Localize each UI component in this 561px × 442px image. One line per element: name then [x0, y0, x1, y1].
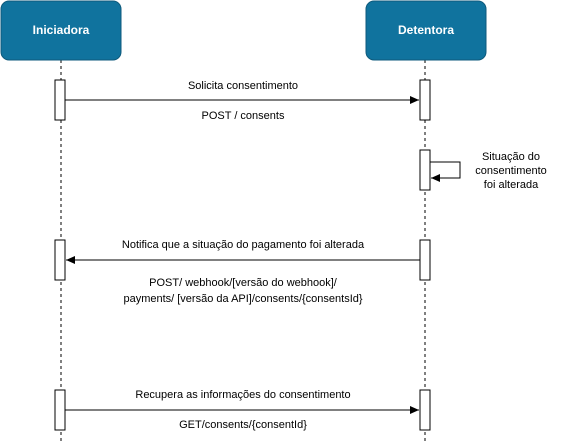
message-label-self-line2: consentimento [475, 165, 547, 177]
activation-detentora-1 [419, 79, 431, 121]
message-label-notifica: Notifica que a situação do pagamento foi… [122, 239, 365, 251]
activation-detentora-3 [419, 239, 431, 281]
actor-iniciadora-label: Iniciadora [33, 23, 90, 37]
activation-iniciadora-2 [54, 239, 66, 281]
actor-iniciadora[interactable]: Iniciadora [0, 0, 122, 61]
message-sublabel-notifica-line2: payments/ [versão da API]/consents/{cons… [123, 293, 362, 305]
message-label-self-line1: Situação do [482, 151, 540, 163]
message-sublabel-recupera: GET/consents/{consentId} [179, 419, 307, 431]
message-label-recupera: Recupera as informações do consentimento [135, 389, 350, 401]
message-label-self-line3: foi alterada [484, 179, 539, 191]
message-sublabel-notifica-line1: POST/ webhook/[versão do webhook]/ [149, 277, 338, 289]
activation-detentora-2 [419, 149, 431, 191]
actor-detentora-label: Detentora [398, 23, 454, 37]
activation-iniciadora-3 [54, 389, 66, 431]
activation-detentora-4 [419, 389, 431, 431]
actor-detentora[interactable]: Detentora [365, 0, 487, 61]
message-label-solicita: Solicita consentimento [188, 80, 298, 92]
message-arrow-self [430, 161, 461, 182]
activation-iniciadora-1 [54, 79, 66, 121]
message-sublabel-solicita: POST / consents [202, 110, 285, 122]
